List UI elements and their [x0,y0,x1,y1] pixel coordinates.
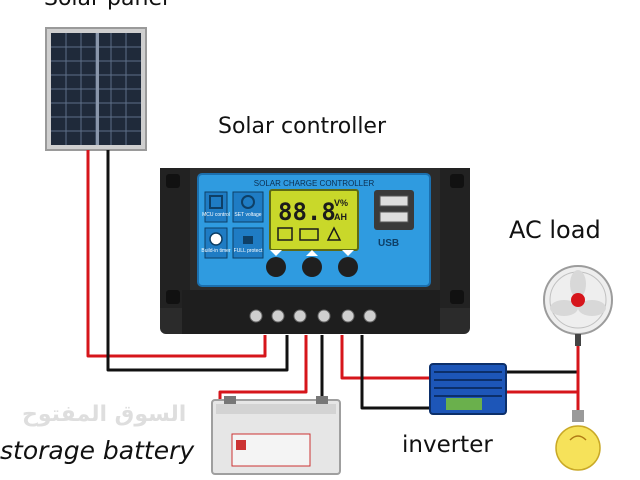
electric-fan-icon [543,265,613,346]
mcu-caption: MCU control [202,212,230,218]
wire-load-red [506,390,580,410]
wire-panel-positive [86,150,267,358]
menu-button [266,257,286,277]
watermark-text: السوق المفتوح [22,402,187,427]
lcd-units-top: V% [334,198,348,208]
bulb-symbol-icon [326,226,342,241]
inverter-icon [429,363,507,415]
wire-inverter-negative [360,335,432,410]
gear-icon [241,195,255,209]
terminals [249,309,377,323]
panel-symbol-icon [277,227,293,241]
clock-icon [209,232,223,246]
charge-controller: SOLAR CHARGE CONTROLLER MCU control SET … [160,168,470,334]
solar-panel-caption: Solar panel [44,0,168,11]
timer-caption: Build-in timer [201,248,231,254]
down-button [338,257,358,277]
lcd-units-bottom: AH [334,212,347,222]
solar-panel [45,27,147,151]
storage-battery-icon [211,396,341,475]
battery-symbol-icon [299,228,319,241]
wire-load-black [506,340,580,374]
wire-inverter-positive [340,335,432,380]
wire-panel-negative [106,150,289,372]
storage-battery-label: storage battery [0,436,195,465]
ac-load-label: AC load [509,216,601,244]
solar-controller-label: Solar controller [218,114,387,139]
set-caption: SET voltage [234,212,261,218]
light-bulb-icon [555,410,601,471]
inverter-label: inverter [402,432,493,458]
lcd-digits: 88.8 [278,198,336,226]
usb-caption: USB [378,238,399,249]
mcu-chip-icon [209,195,223,209]
protect-caption: FULL protect [234,248,263,254]
lock-icon [243,236,253,244]
up-button [302,257,322,277]
controller-title: SOLAR CHARGE CONTROLLER [254,179,375,188]
